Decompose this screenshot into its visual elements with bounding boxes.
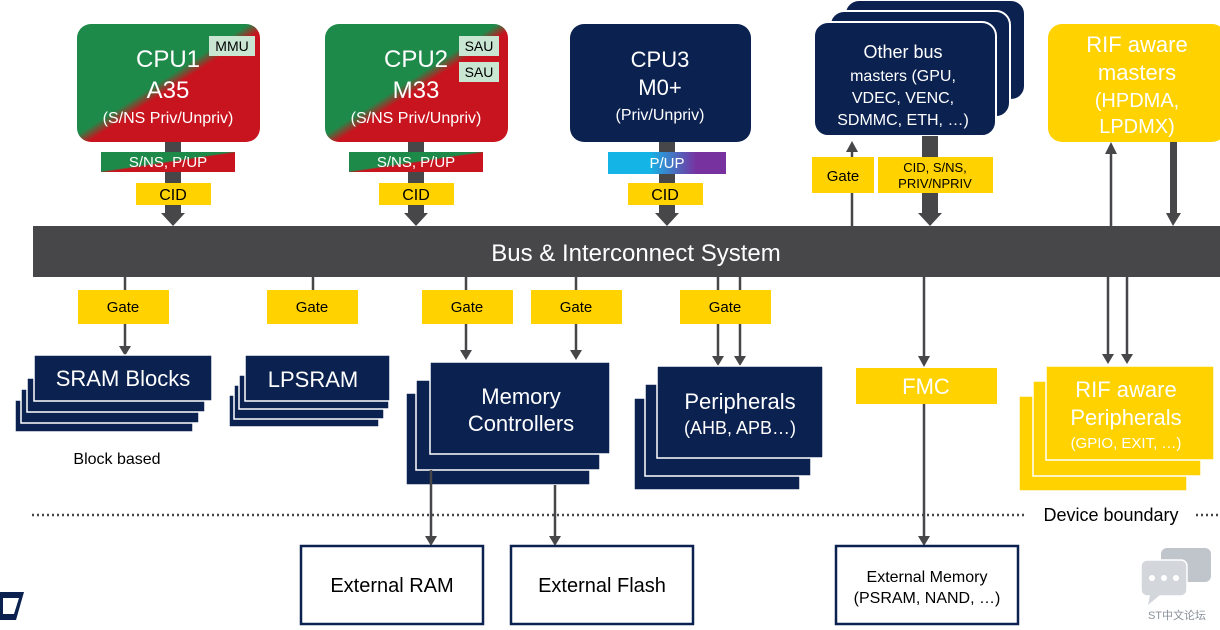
fmc-label: FMC	[902, 374, 950, 399]
external-ram-label: External RAM	[330, 575, 453, 597]
memory-controllers-stack	[405, 361, 611, 486]
lpsram-label: LPSRAM	[268, 367, 358, 392]
other-masters-gate-label: Gate	[827, 168, 860, 185]
gate-memctrl-2: Gate	[531, 290, 622, 324]
master-arrows	[161, 136, 1181, 226]
watermark-caption: ST中文论坛	[1148, 608, 1206, 622]
other-bus-masters-stack: Other bus masters (GPU, VDEC, VENC, SDMM…	[813, 0, 1026, 137]
gate-memctrl-1: Gate	[422, 290, 513, 324]
external-memory-line-1: External Memory	[867, 569, 988, 586]
cpu3-name: CPU3	[631, 47, 690, 72]
rif-aware-masters-block: RIF aware masters (HPDMA, LPDMX)	[1048, 24, 1220, 142]
device-boundary-label: Device boundary	[1043, 505, 1178, 525]
cpu2-sau-tag-1-label: SAU	[465, 38, 494, 54]
cpu2-attribute-label: S/NS, P/UP	[377, 154, 455, 171]
lpsram-stack	[228, 354, 391, 428]
chat-bubble-watermark-icon	[1140, 548, 1211, 605]
cpu2-sau-tag-1	[459, 36, 499, 56]
rif-masters-line-2: masters	[1098, 60, 1176, 85]
cpu1-core: A35	[147, 77, 190, 104]
cpu3-core: M0+	[638, 75, 681, 100]
bus-interconnect-bar	[33, 226, 1220, 277]
cpu3-cid-box	[628, 183, 703, 205]
external-flash-box	[509, 544, 695, 626]
memory-controllers-line-1: Memory	[481, 384, 560, 409]
cpu2-sau-tag-2	[459, 62, 499, 82]
peripherals-line-2: (AHB, APB…)	[684, 418, 796, 438]
cpu3-attribute-label: P/UP	[649, 155, 684, 172]
cpu1-attribute-bar	[101, 152, 235, 172]
cpu2-sau-tag-2-label: SAU	[465, 64, 494, 80]
bus-interconnect-label: Bus & Interconnect System	[491, 240, 780, 267]
cpu3-attribute-bar	[608, 152, 726, 174]
other-masters-attr-box	[878, 157, 993, 193]
cpu1-mmu-tag	[209, 36, 255, 56]
cpu2-cid-label: CID	[402, 187, 430, 204]
gate-lpsram: Gate	[267, 290, 358, 324]
cpu2-modes: (S/NS Priv/Unpriv)	[351, 110, 482, 127]
rif-masters-line-3: (HPDMA,	[1095, 90, 1179, 112]
peripherals-stack	[633, 365, 824, 491]
cpu1-modes: (S/NS Priv/Unpriv)	[103, 110, 234, 127]
external-flash-label: External Flash	[538, 575, 666, 597]
external-connectors	[425, 404, 930, 546]
other-masters-line-1: Other bus	[863, 42, 942, 62]
cpu1-attribute-label: S/NS, P/UP	[129, 154, 207, 171]
cpu1-block: MMU CPU1 A35 (S/NS Priv/Unpriv)	[77, 24, 260, 142]
rif-masters-line-4: LPDMX)	[1099, 116, 1175, 138]
cpu2-attribute-bar	[349, 152, 483, 172]
rif-periph-line-2: Peripherals	[1070, 405, 1181, 430]
other-masters-line-3: VDEC, VENC,	[852, 90, 954, 107]
sram-blocks-note: Block based	[73, 451, 160, 468]
cpu1-mmu-tag-label: MMU	[215, 38, 248, 54]
cpu1-name: CPU1	[136, 46, 200, 73]
gate-memctrl-1-label: Gate	[451, 299, 484, 316]
gate-sram-label: Gate	[107, 299, 140, 316]
gate-lpsram-label: Gate	[296, 299, 329, 316]
rif-masters-line-1: RIF aware	[1086, 32, 1187, 57]
gate-peripherals: Gate	[680, 290, 771, 324]
cpu2-block: SAU SAU CPU2 M33 (S/NS Priv/Unpriv)	[325, 24, 508, 142]
peripherals-line-1: Peripherals	[684, 389, 795, 414]
gate-memctrl-2-label: Gate	[560, 299, 593, 316]
gate-peripherals-label: Gate	[709, 299, 742, 316]
target-connectors	[119, 277, 1133, 367]
other-masters-attr-line-1: CID, S/NS,	[903, 160, 967, 175]
other-masters-line-4: SDMMC, ETH, …)	[837, 112, 969, 129]
rif-periph-line-3: (GPIO, EXIT, …)	[1071, 435, 1182, 452]
external-memory-box	[834, 544, 1020, 626]
sram-blocks-label: SRAM Blocks	[56, 366, 190, 391]
cpu1-cid-label: CID	[159, 187, 187, 204]
cpu2-name: CPU2	[384, 46, 448, 73]
other-masters-gate-box	[812, 157, 874, 193]
cpu2-core: M33	[393, 77, 440, 104]
other-masters-line-2: masters (GPU,	[850, 68, 956, 85]
fmc-box	[856, 368, 997, 404]
sram-blocks-stack	[14, 354, 213, 433]
rif-aware-peripherals-stack	[1018, 365, 1215, 492]
external-memory-line-2: (PSRAM, NAND, …)	[854, 590, 1001, 607]
external-ram-box	[299, 544, 485, 626]
cpu3-modes: (Priv/Unpriv)	[616, 107, 705, 124]
rif-periph-line-1: RIF aware	[1075, 377, 1176, 402]
cpu3-cid-label: CID	[651, 187, 679, 204]
cpu3-block: CPU3 M0+ (Priv/Unpriv)	[570, 24, 751, 142]
cpu1-cid-box	[136, 183, 211, 205]
cpu2-cid-box	[379, 183, 454, 205]
other-masters-attr-line-2: PRIV/NPRIV	[898, 176, 972, 191]
gate-sram: Gate	[78, 290, 169, 324]
memory-controllers-line-2: Controllers	[468, 411, 574, 436]
